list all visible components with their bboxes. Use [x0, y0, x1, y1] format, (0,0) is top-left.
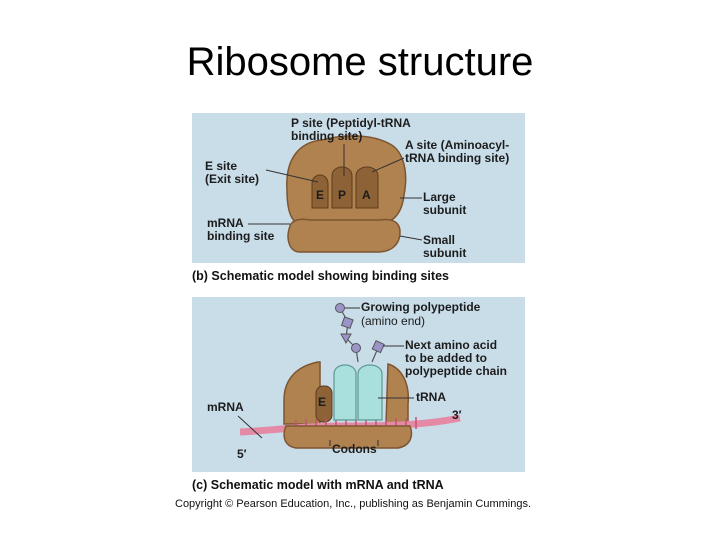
slot-label-e: E: [316, 188, 325, 202]
label-e-site: E site (Exit site): [205, 159, 260, 186]
caption-panel-b: (b) Schematic model showing binding site…: [192, 269, 449, 283]
slide-title: Ribosome structure: [186, 40, 534, 84]
label-three-prime: 3′: [452, 408, 462, 422]
trna-pair: [333, 364, 383, 421]
label-growing-polypeptide: Growing polypeptide: [361, 300, 481, 314]
slot-label-p: P: [338, 188, 347, 202]
label-amino-end: (amino end): [361, 314, 426, 328]
label-mrna-binding-site: mRNA binding site: [207, 216, 275, 243]
polypeptide-chain: [335, 303, 385, 363]
label-trna: tRNA: [416, 390, 446, 404]
label-five-prime: 5′: [237, 447, 247, 461]
caption-panel-c: (c) Schematic model with mRNA and tRNA: [192, 478, 444, 492]
leader-lines-c: [237, 307, 414, 446]
label-large-subunit: Large subunit: [423, 190, 467, 217]
slot-label-e-c: E: [318, 395, 327, 409]
ribosome-b: [286, 135, 407, 253]
copyright-notice: Copyright © Pearson Education, Inc., pub…: [175, 498, 532, 510]
label-small-subunit: Small subunit: [423, 233, 467, 260]
small-subunit-c: [283, 425, 413, 449]
label-a-site: A site (Aminoacyl- tRNA binding site): [405, 138, 510, 165]
slot-label-a: A: [362, 188, 371, 202]
label-next-amino-acid: Next amino acid to be added to polypepti…: [405, 338, 508, 378]
leader-lines-b: [248, 144, 423, 241]
label-mrna: mRNA: [207, 400, 244, 414]
label-p-site: P site (Peptidyl-tRNA binding site): [291, 116, 411, 143]
label-codons: Codons: [332, 442, 377, 456]
ribosome-c: [283, 361, 410, 425]
